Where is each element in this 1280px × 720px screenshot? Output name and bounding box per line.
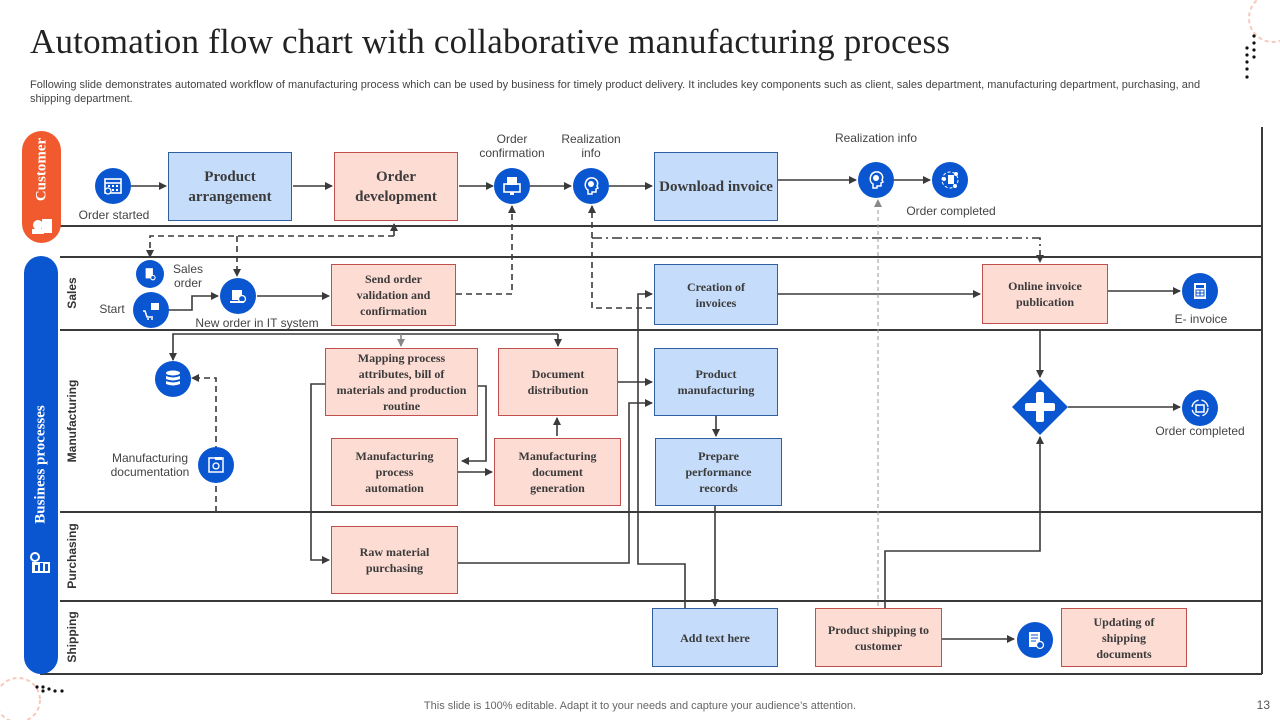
box-download-invoice[interactable]: Download invoice (654, 152, 778, 221)
customer-people-icon (32, 219, 52, 234)
arrow-top-to-database (169, 333, 558, 361)
box-check-icon[interactable] (220, 278, 256, 314)
box-manufacturing-document-generation[interactable]: Manufacturing document generation (494, 438, 621, 506)
box-document-distribution[interactable]: Document distribution (498, 348, 618, 416)
box-online-invoice-publication[interactable]: Online invoice publication (982, 264, 1108, 324)
label-start: Start (99, 302, 125, 316)
label-order-started: Order started (78, 208, 150, 222)
label-realization-info-1: Realization info (561, 132, 621, 160)
arrow-mapping-to-process-automation (461, 385, 487, 465)
cart-box-icon[interactable] (133, 292, 169, 328)
lane-pill-business-processes: Business processes (24, 256, 58, 674)
lane-label-sales: Sales (65, 277, 79, 309)
page-number: 13 (1256, 698, 1270, 712)
calendar-icon[interactable] (95, 168, 131, 204)
arrow-shipping-to-gateway (884, 436, 1044, 608)
business-chart-gear-icon (30, 552, 50, 573)
package-icon[interactable] (1182, 390, 1218, 426)
slide-title: Automation flow chart with collaborative… (30, 22, 951, 61)
label-order-completed-1: Order completed (906, 204, 996, 218)
head-lightbulb-icon-2[interactable] (858, 162, 894, 198)
box-updating-shipping-documents[interactable]: Updating of shipping documents (1061, 608, 1187, 667)
footer-note: This slide is 100% editable. Adapt it to… (423, 700, 857, 712)
dashed-creation-to-realization (588, 205, 652, 309)
box-product-manufacturing[interactable]: Product manufacturing (654, 348, 778, 416)
label-order-confirmation: Order confirmation (472, 132, 552, 160)
label-new-order-in-it-system: New order in IT system (195, 316, 319, 330)
lane-label-purchasing: Purchasing (65, 523, 79, 589)
label-order-confirmation-text: Order confirmation (479, 132, 545, 160)
box-product-arrangement[interactable]: Product arrangement (168, 152, 292, 221)
computer-document-icon[interactable] (494, 168, 530, 204)
dashed-documentation-to-database (191, 374, 217, 512)
box-raw-material-purchasing[interactable]: Raw material purchasing (331, 526, 458, 594)
parallel-gateway-plus-icon[interactable] (1012, 379, 1068, 435)
label-order-completed-2: Order completed (1155, 424, 1245, 438)
box-prepare-performance-records[interactable]: Prepare performance records (655, 438, 782, 506)
gear-decoration-bottom-icon (0, 677, 64, 720)
dashdot-realization-to-online-publication (592, 237, 1044, 263)
label-realization-info-2: Realization info (834, 131, 918, 145)
arrow-add-text-to-creation-invoices (637, 290, 686, 608)
lane-title-customer: Customer (33, 137, 50, 202)
box-product-shipping-to-customer[interactable]: Product shipping to customer (815, 608, 942, 667)
box-order-development[interactable]: Order development (334, 152, 458, 221)
arrow-start-to-new-order (168, 292, 219, 311)
dashed-order-dev-to-sales-order (146, 235, 394, 258)
label-sales-order: Sales order (172, 262, 204, 290)
box-creation-of-invoices[interactable]: Creation of invoices (654, 264, 778, 325)
arrow-raw-material-to-product-manufacturing (458, 399, 653, 564)
box-mapping-process-attributes[interactable]: Mapping process attributes, bill of mate… (325, 348, 478, 416)
dashed-validation-to-confirmation (456, 205, 516, 295)
gear-decoration-icon (1245, 0, 1280, 79)
label-manufacturing-documentation: Manufacturing documentation (110, 451, 190, 479)
document-gear-icon[interactable] (136, 260, 164, 288)
database-icon[interactable] (155, 361, 191, 397)
document-cycle-icon[interactable] (932, 162, 968, 198)
box-manufacturing-process-automation[interactable]: Manufacturing process automation (331, 438, 458, 506)
arrow-mapping-to-raw-material (310, 383, 330, 564)
invoice-icon[interactable] (1182, 273, 1218, 309)
head-lightbulb-icon[interactable] (573, 168, 609, 204)
lane-title-business-processes: Business processes (32, 405, 49, 524)
lane-pill-customer: Customer (22, 131, 61, 243)
lane-label-shipping: Shipping (65, 611, 79, 663)
blueprint-icon[interactable] (198, 447, 234, 483)
slide-subtitle: Following slide demonstrates automated w… (30, 79, 1201, 105)
box-add-text-here[interactable]: Add text here (652, 608, 778, 667)
label-e-invoice: E- invoice (1174, 312, 1228, 326)
box-send-order-validation[interactable]: Send order validation and confirmation (331, 264, 456, 326)
lane-label-manufacturing: Manufacturing (65, 379, 79, 463)
receipt-icon[interactable] (1017, 622, 1053, 658)
